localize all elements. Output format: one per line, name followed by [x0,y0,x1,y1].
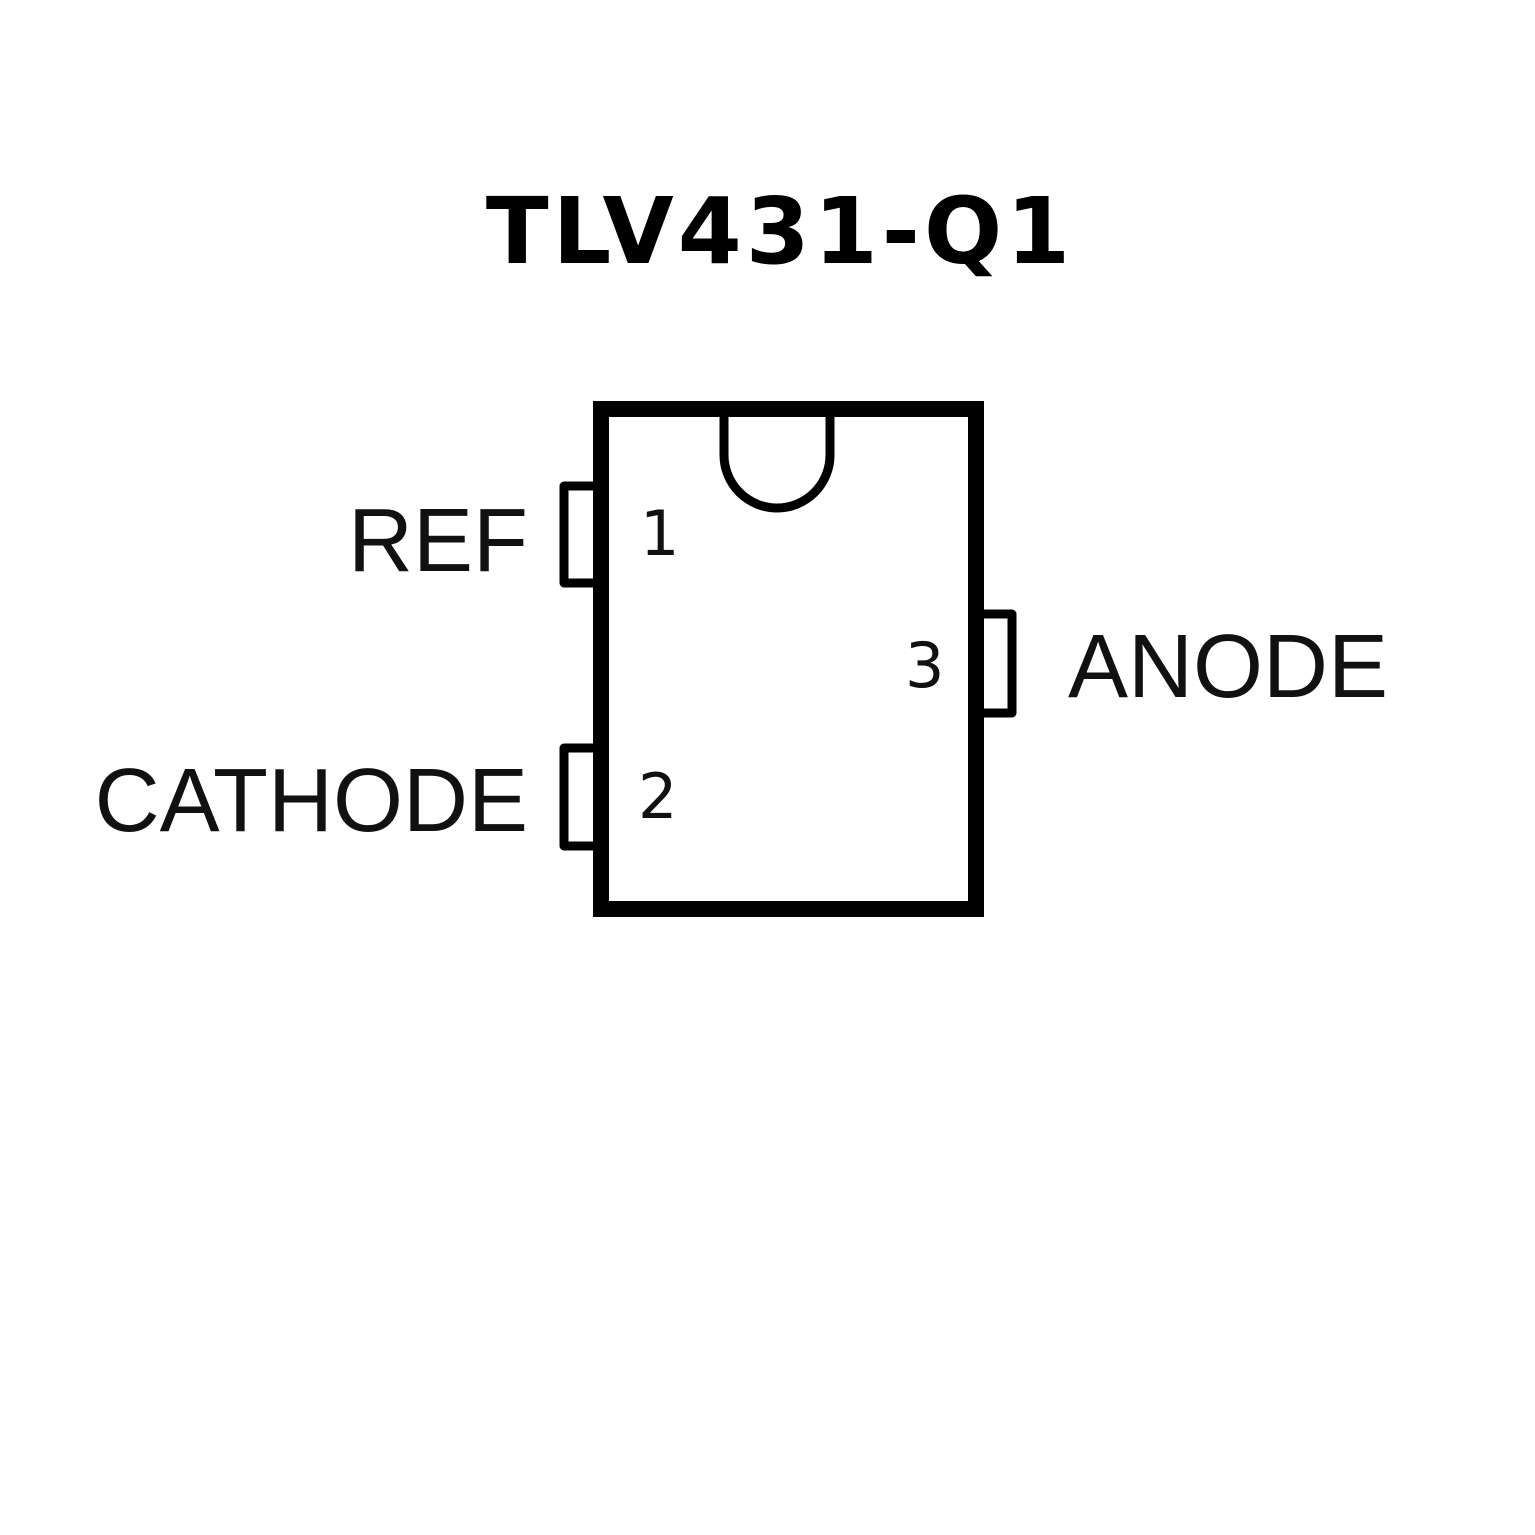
pin-2-tab [559,743,594,851]
orientation-notch [719,417,835,513]
pin-1-number: 1 [640,497,679,570]
pin-3-tab [983,609,1017,718]
pin-2-label: CATHODE [95,751,528,851]
pin-3-number: 3 [905,629,944,702]
part-number-title: TLV431-Q1 [485,178,1075,285]
pin-1-tab [559,481,594,588]
pin-1-label: REF [348,491,528,591]
pin-2-number: 2 [638,760,677,833]
pin-3-label: ANODE [1068,617,1388,717]
package-body [593,401,984,917]
